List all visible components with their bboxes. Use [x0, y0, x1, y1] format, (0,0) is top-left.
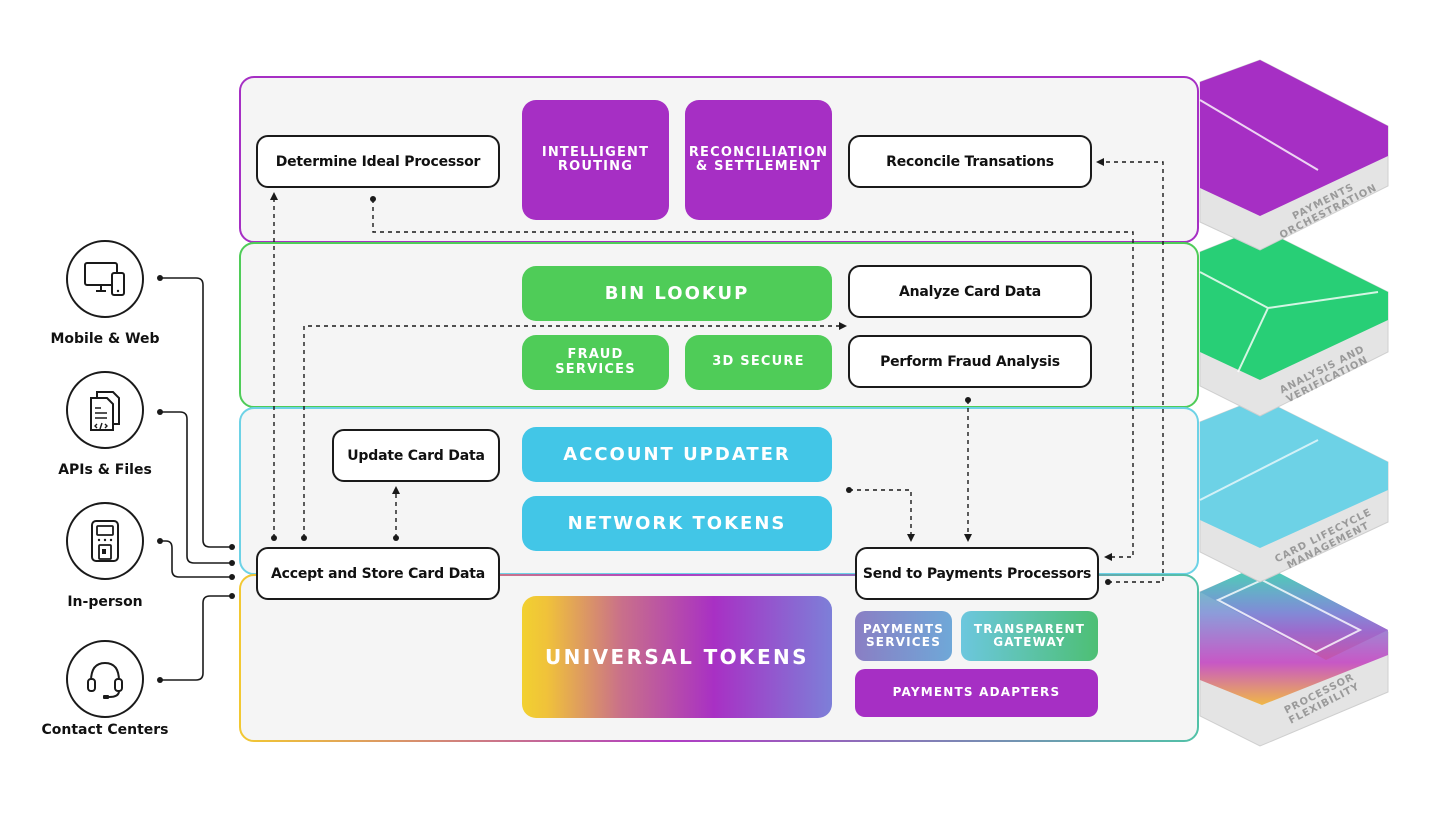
channel-label: Mobile & Web: [50, 331, 160, 347]
service-account-updater: ACCOUNT UPDATER: [522, 427, 832, 482]
service-universal-tokens: UNIVERSAL TOKENS: [522, 596, 832, 718]
channel-contact-centers: [66, 640, 144, 718]
service-network-tokens: NETWORK TOKENS: [522, 496, 832, 551]
devices-icon: [84, 262, 125, 296]
step-determine-processor: Determine Ideal Processor: [256, 135, 500, 188]
step-update-card-data: Update Card Data: [332, 429, 500, 482]
channel-label: In-person: [67, 594, 143, 610]
service-fraud: FRAUD SERVICES: [522, 335, 669, 390]
service-payments-services: PAYMENTS SERVICES: [855, 611, 952, 661]
channel-label: APIs & Files: [58, 462, 152, 478]
channel-label: Contact Centers: [41, 722, 169, 738]
service-intelligent-routing: INTELLIGENT ROUTING: [522, 100, 669, 220]
service-payments-adapters: PAYMENTS ADAPTERS: [855, 669, 1098, 717]
step-reconcile-transactions: Reconcile Transations: [848, 135, 1092, 188]
stack-illustration: [1199, 59, 1389, 747]
channel-connectors: [160, 277, 232, 681]
service-bin-lookup: BIN LOOKUP: [522, 266, 832, 321]
documents-code-icon: [90, 391, 120, 431]
card-terminal-icon: [91, 520, 119, 562]
step-send-to-processors: Send to Payments Processors: [855, 547, 1099, 600]
step-accept-store-card-data: Accept and Store Card Data: [256, 547, 500, 600]
flow-arrows: [270, 158, 1164, 583]
channel-in-person: [66, 502, 144, 580]
channel-apis-files: [66, 371, 144, 449]
service-3d-secure: 3D SECURE: [685, 335, 832, 390]
service-transparent-gateway: TRANSPARENT GATEWAY: [961, 611, 1098, 661]
headset-icon: [87, 661, 123, 699]
step-perform-fraud-analysis: Perform Fraud Analysis: [848, 335, 1092, 388]
channel-mobile-web: [66, 240, 144, 318]
step-analyze-card-data: Analyze Card Data: [848, 265, 1092, 318]
service-reconciliation-settlement: RECONCILIATION & SETTLEMENT: [685, 100, 832, 220]
